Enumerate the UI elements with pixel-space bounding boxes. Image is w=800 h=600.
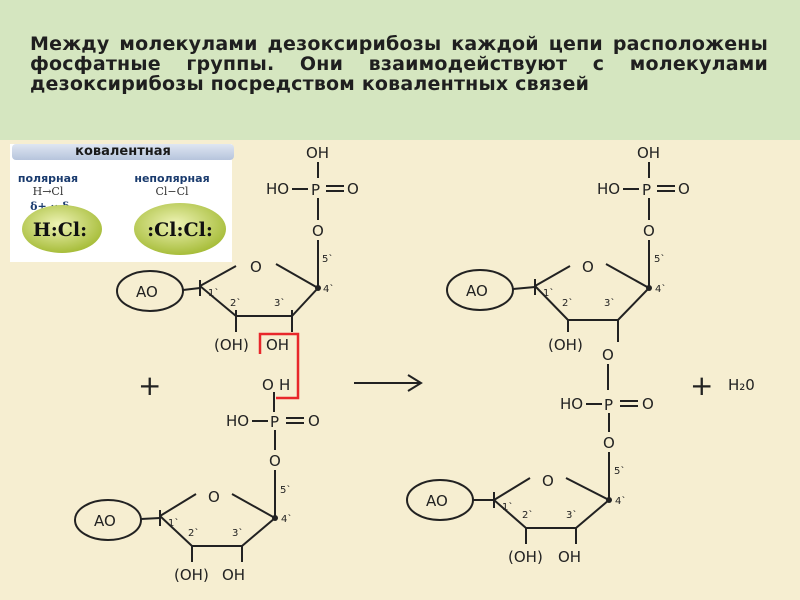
phosphorus-atom: P (604, 396, 613, 414)
carbon-3-label: 3` (566, 509, 577, 521)
deoxyribose-ring (199, 263, 320, 317)
header-banner: Между молекулами дезоксирибозы каждой це… (0, 0, 800, 140)
carbon-4-dot (606, 497, 612, 503)
ester-oxygen: O (312, 222, 324, 240)
right-top-nucleotide: OH HO P O O 5` 4` O 1` 2` 3` AO (OH) O (446, 144, 690, 390)
carbon-4-label: 4` (323, 283, 334, 295)
carbon-4-label: 4` (655, 283, 666, 295)
ring-oxygen: O (208, 488, 220, 506)
phosphate-ho: HO (560, 395, 583, 413)
deoxyribose-ring (534, 263, 651, 321)
right-bottom-nucleotide: HO P O O 5` 4` O 1` 2` 3` AO (OH) OH (406, 395, 654, 566)
carbon-5-label: 5` (322, 253, 333, 265)
polar-electron-cloud (22, 205, 102, 253)
carbon-2-label: 2` (562, 297, 573, 309)
left-bottom-nucleotide: O H HO P O O 5` 4` O 1` 2` 3` AO (OH) OH (74, 376, 320, 584)
phosphorus-atom: P (311, 181, 320, 199)
carbon-2-label: 2` (522, 509, 533, 521)
polar-formula: H→Cl (33, 185, 64, 198)
inset-figure: полярная H→Cl δ+ ·· δ- H:Cl: неполярная … (18, 172, 226, 255)
bond (182, 287, 201, 291)
carbon-4-label: 4` (615, 495, 626, 507)
carbon-3-label: 3` (604, 297, 615, 309)
hydrogen-atom: H (279, 376, 290, 394)
carbon-2-label: 2` (230, 297, 241, 309)
polar-lewis: H:Cl: (33, 219, 87, 241)
deoxyribose-ring (159, 493, 277, 547)
c2-hydroxyl: (OH) (508, 548, 543, 566)
carbon-4-dot (646, 285, 652, 291)
phosphate-ho: HO (597, 180, 620, 198)
carbon-3-label: 3` (274, 297, 285, 309)
phosphorus-atom: P (270, 413, 279, 431)
nonpolar-lewis: :Cl:Cl: (147, 219, 213, 241)
plus-sign-right: + (690, 369, 713, 402)
base-label: AO (94, 512, 116, 530)
carbon-1-label: 1` (502, 501, 513, 513)
header-text: Между молекулами дезоксирибозы каждой це… (30, 33, 768, 95)
phosphate-oh: OH (637, 144, 660, 162)
carbon-4-dot (315, 285, 321, 291)
phosphate-o: O (678, 180, 690, 198)
covalent-bond-inset: ковалентная полярная H→Cl δ+ ·· δ- H:Cl:… (10, 144, 234, 262)
ester-oxygen: O (269, 452, 281, 470)
phosphate-o: O (642, 395, 654, 413)
ring-oxygen: O (582, 258, 594, 276)
base-ellipse (446, 269, 514, 311)
c2-hydroxyl: (OH) (214, 336, 249, 354)
carbon-2-label: 2` (188, 527, 199, 539)
ring-oxygen: O (250, 258, 262, 276)
water-product: H₂0 (728, 376, 755, 394)
base-label: AO (136, 283, 158, 301)
base-label: AO (466, 282, 488, 300)
carbon-5-label: 5` (614, 465, 625, 477)
phosphate-ho: HO (226, 412, 249, 430)
carbon-5-label: 5` (280, 484, 291, 496)
ester-oxygen: O (603, 434, 615, 452)
phosphate-o-hydroxyl: O (262, 376, 274, 394)
c2-hydroxyl: (OH) (174, 566, 209, 584)
polar-label: полярная (18, 172, 78, 185)
carbon-5-label: 5` (654, 253, 665, 265)
phosphorus-atom: P (642, 181, 651, 199)
ester-oxygen: O (643, 222, 655, 240)
nonpolar-electron-cloud (134, 203, 226, 255)
phosphodiester-oxygen: O (602, 346, 614, 364)
water-elimination-highlight (258, 332, 300, 400)
carbon-1-label: 1` (208, 287, 219, 299)
nonpolar-formula: Cl−Cl (155, 185, 189, 198)
carbon-4-label: 4` (281, 513, 292, 525)
carbon-3-label: 3` (232, 527, 243, 539)
base-ellipse (116, 270, 184, 312)
c2-hydroxyl: (OH) (548, 336, 583, 354)
plus-sign-left: + (138, 369, 161, 402)
reaction-arrow (354, 374, 423, 392)
phosphate-ho: HO (266, 180, 289, 198)
carbon-4-dot (272, 515, 278, 521)
base-ellipse (406, 479, 474, 521)
c3-hydroxyl: OH (558, 548, 581, 566)
inset-title: ковалентная (12, 144, 234, 160)
carbon-1-label: 1` (168, 517, 179, 529)
bond (140, 517, 161, 520)
ring-oxygen: O (542, 472, 554, 490)
base-label: AO (426, 492, 448, 510)
c3-hydroxyl: OH (222, 566, 245, 584)
phosphate-o: O (347, 180, 359, 198)
phosphate-oh: OH (306, 144, 329, 162)
c3-hydroxyl: OH (266, 336, 289, 354)
phosphate-o: O (308, 412, 320, 430)
base-ellipse (74, 499, 142, 541)
deoxyribose-ring (493, 477, 611, 529)
carbon-1-label: 1` (543, 287, 554, 299)
bond (512, 286, 536, 290)
nonpolar-label: неполярная (134, 172, 209, 185)
